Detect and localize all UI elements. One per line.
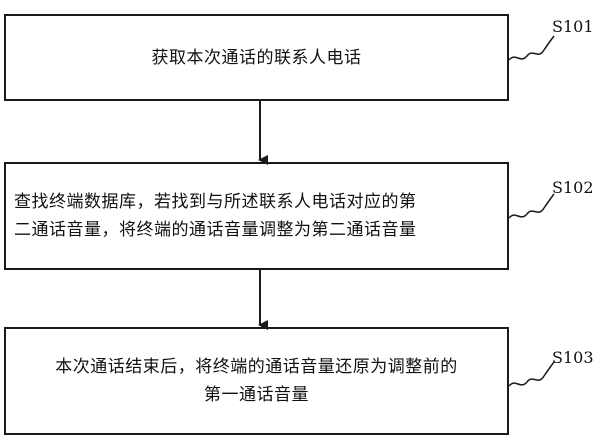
step-box-s101: 获取本次通话的联系人电话 bbox=[4, 14, 509, 101]
leader-line-s101 bbox=[508, 35, 555, 61]
step-text-s101: 获取本次通话的联系人电话 bbox=[151, 47, 362, 68]
step-label-s101: S101 bbox=[552, 17, 594, 36]
step-text-s102: 查找终端数据库，若找到与所述联系人电话对应的第 二通话音量，将终端的通话音量调整… bbox=[14, 192, 417, 240]
step-box-s103: 本次通话结束后，将终端的通话音量还原为调整前的 第一通话音量 bbox=[4, 327, 509, 435]
step-label-s102: S102 bbox=[552, 178, 594, 197]
step-label-s103: S103 bbox=[552, 348, 594, 367]
leader-line-s102 bbox=[508, 193, 555, 219]
leader-line-s103 bbox=[508, 361, 555, 387]
step-text-s103: 本次通话结束后，将终端的通话音量还原为调整前的 第一通话音量 bbox=[55, 357, 458, 405]
step-box-s102: 查找终端数据库，若找到与所述联系人电话对应的第 二通话音量，将终端的通话音量调整… bbox=[4, 162, 509, 270]
